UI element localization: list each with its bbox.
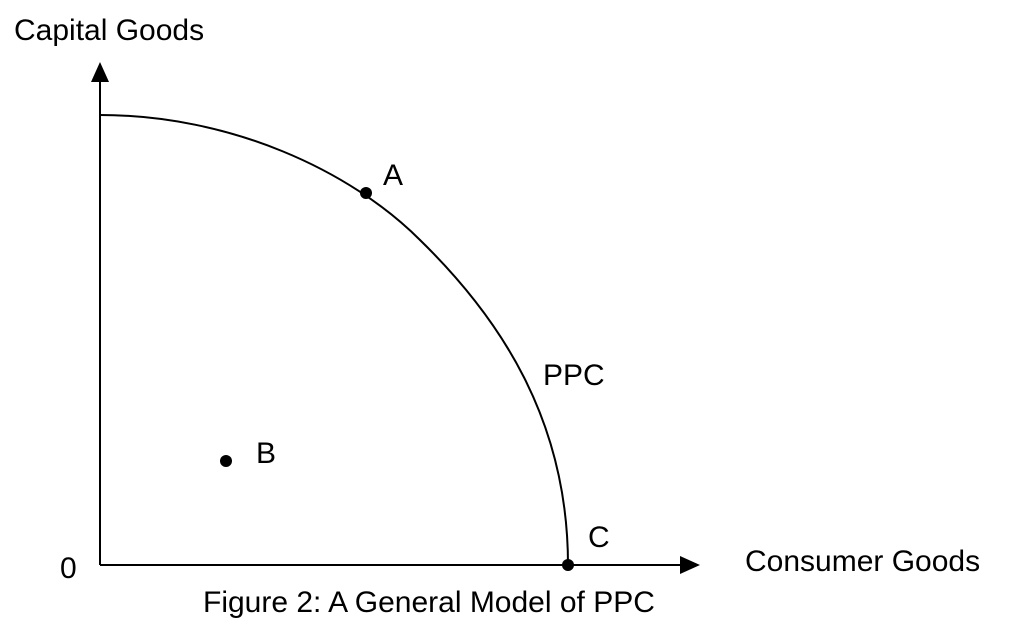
ppc-curve-label: PPC xyxy=(543,359,605,392)
point-a xyxy=(360,187,372,199)
ppc-curve xyxy=(99,114,569,566)
point-b xyxy=(220,455,232,467)
point-c-label: C xyxy=(588,521,610,554)
point-a-label: A xyxy=(383,159,403,192)
figure-caption: Figure 2: A General Model of PPC xyxy=(203,586,655,619)
point-c xyxy=(562,559,574,571)
x-axis-label: Consumer Goods xyxy=(745,545,980,578)
point-b-label: B xyxy=(256,437,276,470)
x-axis-arrowhead xyxy=(680,556,700,574)
y-axis-arrowhead xyxy=(91,62,109,82)
origin-label: 0 xyxy=(60,552,77,585)
y-axis-label: Capital Goods xyxy=(14,14,204,47)
